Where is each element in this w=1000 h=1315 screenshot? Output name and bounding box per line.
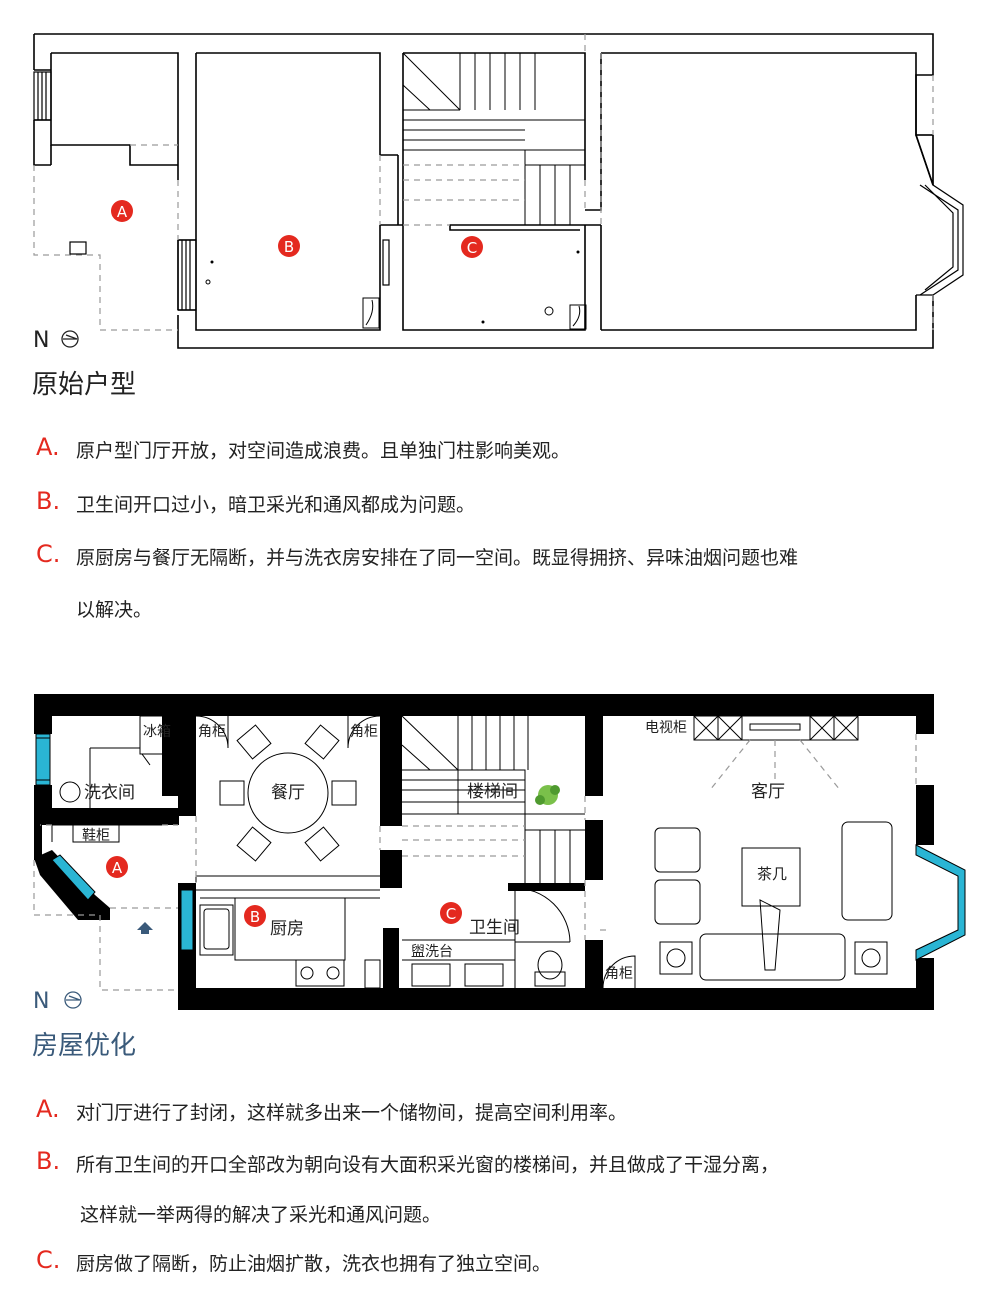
note1-c-continued: 以解决。 [76, 599, 153, 621]
plan1-north-label: N [33, 328, 49, 353]
plan2-title: 房屋优化 [32, 1031, 137, 1061]
plan1-marker-a: A [117, 203, 128, 221]
label-kitchen: 厨房 [270, 919, 304, 939]
label-tv-cabinet: 电视柜 [645, 720, 687, 736]
original-floor-plan: A B C N [33, 33, 964, 353]
label-corner-cabinet-3: 角柜 [605, 966, 633, 982]
label-fridge: 冰箱 [143, 724, 171, 740]
note-text: 原户型门厅开放，对空间造成浪费。且单独门柱影响美观。 [76, 440, 571, 462]
note-key: A. [36, 433, 60, 461]
note1-a: A. 原户型门厅开放，对空间造成浪费。且单独门柱影响美观。 [36, 433, 976, 463]
compass-icon [61, 330, 79, 348]
plan1-marker-b: B [284, 238, 294, 256]
label-tea-table: 茶几 [757, 865, 787, 883]
note1-b: B. 卫生间开口过小，暗卫采光和通风都成为问题。 [36, 487, 976, 517]
compass-icon [64, 991, 82, 1009]
note-text: 所有卫生间的开口全部改为朝向设有大面积采光窗的楼梯间，并且做成了干湿分离， [76, 1154, 780, 1176]
plan2-marker-b: B [250, 908, 260, 926]
plan1-title: 原始户型 [32, 370, 137, 400]
label-bathroom: 卫生间 [469, 918, 520, 938]
note2-b-continued: 这样就一举两得的解决了采光和通风问题。 [80, 1204, 442, 1226]
note2-b: B. 所有卫生间的开口全部改为朝向设有大面积采光窗的楼梯间，并且做成了干湿分离， [36, 1147, 976, 1177]
label-living-room: 客厅 [751, 782, 785, 802]
plan2-north-label: N [33, 989, 49, 1014]
note1-c: C. 原厨房与餐厅无隔断，并与洗衣房安排在了同一空间。既显得拥挤、异味油烟问题也… [36, 540, 976, 570]
note-key: A. [36, 1095, 60, 1123]
plan2-marker-a: A [112, 859, 123, 877]
optimized-floor-plan: 冰箱 角柜 角柜 角柜 鞋柜 盥洗台 电视柜 洗衣间 餐厅 厨房 楼梯间 卫生间… [33, 694, 966, 1014]
plan2-marker-c: C [446, 905, 456, 923]
label-corner-cabinet-1: 角柜 [198, 724, 226, 740]
label-dining: 餐厅 [271, 783, 305, 803]
note-key: B. [36, 1147, 61, 1175]
note-text: 原厨房与餐厅无隔断，并与洗衣房安排在了同一空间。既显得拥挤、异味油烟问题也难 [76, 547, 799, 569]
label-shoe-cabinet: 鞋柜 [82, 828, 110, 844]
label-basin: 盥洗台 [411, 944, 453, 960]
note2-c: C. 厨房做了隔断，防止油烟扩散，洗衣也拥有了独立空间。 [36, 1246, 976, 1276]
plant-icon [535, 785, 560, 805]
note-text: 对门厅进行了封闭，这样就多出来一个储物间，提高空间利用率。 [76, 1102, 628, 1124]
plan1-marker-c: C [467, 239, 477, 257]
label-stairs: 楼梯间 [467, 782, 518, 802]
entry-arrow-icon [137, 922, 153, 934]
note-text: 厨房做了隔断，防止油烟扩散，洗衣也拥有了独立空间。 [76, 1253, 552, 1275]
note-key: B. [36, 487, 61, 515]
note-key: C. [36, 540, 61, 568]
note2-a: A. 对门厅进行了封闭，这样就多出来一个储物间，提高空间利用率。 [36, 1095, 976, 1125]
note-key: C. [36, 1246, 61, 1274]
note-text: 卫生间开口过小，暗卫采光和通风都成为问题。 [76, 494, 476, 516]
label-corner-cabinet-2: 角柜 [350, 724, 378, 740]
label-laundry: 洗衣间 [84, 783, 135, 803]
